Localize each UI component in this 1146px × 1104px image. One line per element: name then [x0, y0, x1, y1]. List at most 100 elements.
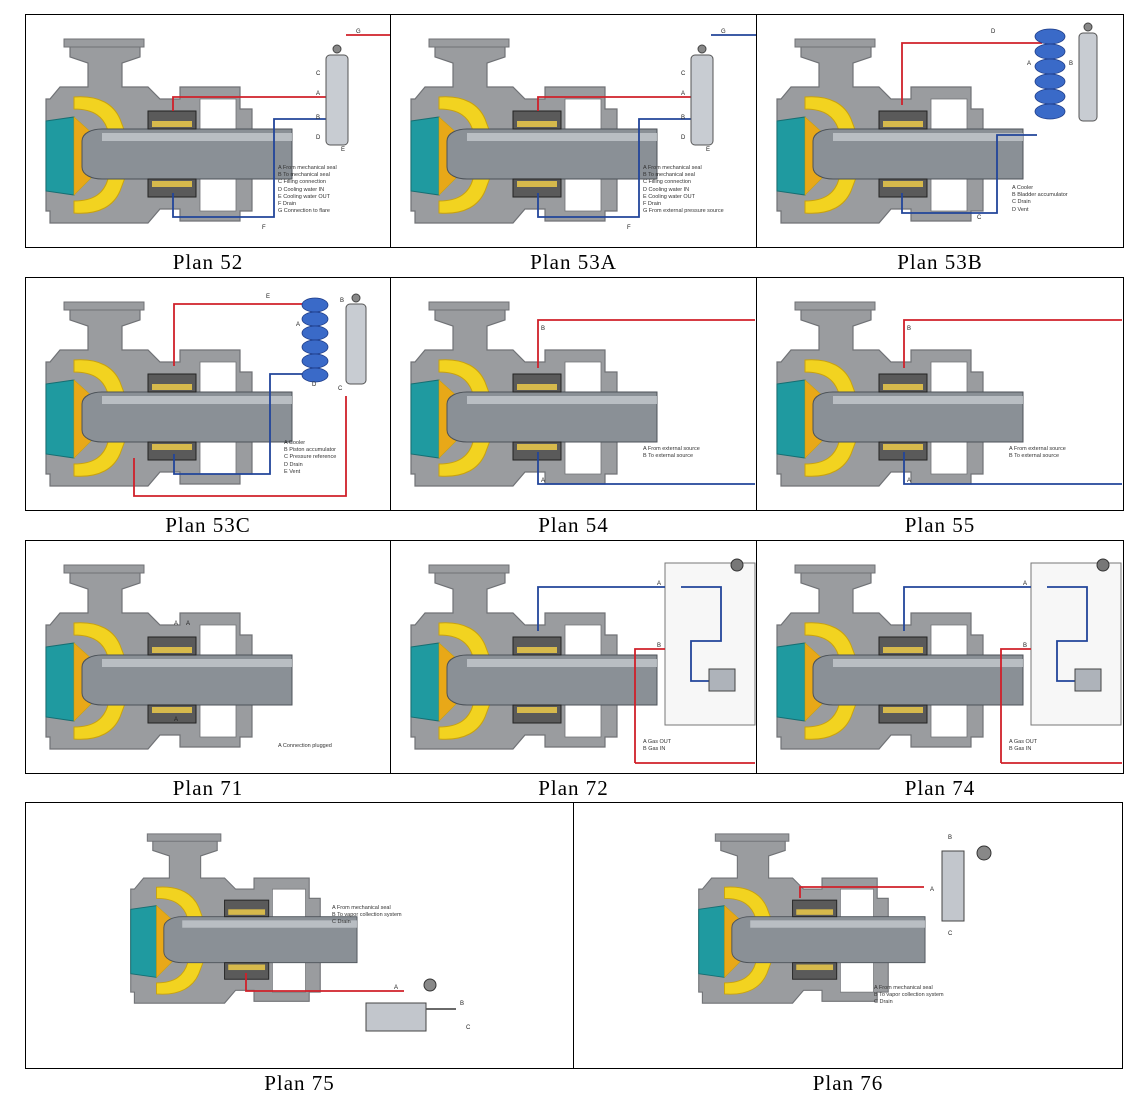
suction-flange	[63, 38, 145, 48]
legend-item: C Drain	[874, 999, 893, 1006]
letter-b: B	[948, 835, 952, 841]
inlet	[130, 905, 157, 978]
pipe-to-external	[537, 319, 755, 368]
legend-item: C Filling connection	[643, 179, 691, 186]
pump-group	[410, 564, 658, 750]
diagram-svg: ABC	[130, 833, 471, 1032]
shaft-highlight	[182, 920, 358, 928]
gauge-icon	[976, 845, 992, 861]
pipe-gas-out	[903, 586, 1031, 631]
cooler-coil	[301, 367, 329, 383]
letter-a: A	[316, 91, 320, 97]
cooler-coil	[301, 297, 329, 313]
legend-item: B Gas IN	[1009, 746, 1032, 753]
seal-face-bottom	[883, 181, 923, 187]
gas-panel	[1030, 562, 1122, 726]
pump-group	[130, 833, 358, 1004]
pipe-from-external	[537, 452, 755, 485]
shaft	[163, 916, 358, 964]
cooler	[301, 297, 329, 383]
inlet	[45, 379, 75, 459]
letter-c: C	[948, 931, 953, 937]
legend-item: A From external source	[643, 446, 700, 452]
legend-item: A Gas OUT	[1009, 739, 1038, 745]
suction-flange	[428, 564, 510, 574]
pump-section	[130, 833, 358, 1004]
shaft	[731, 916, 926, 964]
legend-item: B To external source	[1009, 453, 1060, 460]
legend-item: B To external source	[643, 453, 694, 460]
seal-face-top	[796, 909, 834, 915]
legend-item: A From mechanical seal	[332, 905, 391, 911]
seal-face-bottom	[152, 181, 192, 187]
cooler-coil	[301, 325, 329, 341]
letter-a: A	[1027, 61, 1031, 67]
shaft	[81, 128, 293, 180]
letter-b: B	[340, 298, 344, 304]
letter-d: D	[991, 29, 996, 35]
letter-c: C	[977, 215, 982, 221]
letter-g: G	[721, 29, 726, 35]
seal-face-top	[517, 121, 557, 127]
gauge-icon	[697, 44, 707, 54]
letter-a-top: A	[174, 621, 178, 627]
vessel-body	[325, 54, 349, 146]
cooler-coil	[1034, 73, 1066, 90]
letter-c: C	[338, 386, 343, 392]
legend-item: A From mechanical seal	[278, 165, 337, 171]
inlet	[776, 116, 806, 196]
suction-flange	[428, 301, 510, 311]
seal-face-bottom	[152, 707, 192, 713]
seal-face-bottom	[228, 964, 266, 971]
legend-item: B To mechanical seal	[278, 172, 330, 179]
gauge-icon	[332, 44, 342, 54]
letter-b: B	[460, 1001, 464, 1007]
legend-item: G Connection to flare	[278, 208, 330, 215]
legend: A Connection plugged	[278, 743, 332, 750]
cooler-coil	[1034, 103, 1066, 120]
legend-item: G From external pressure source	[643, 208, 724, 215]
diagram-svg: BA	[776, 301, 1122, 487]
shaft	[812, 128, 1024, 180]
cooler-coil	[1034, 88, 1066, 105]
pipe-return	[173, 373, 302, 475]
letter-a: A	[930, 887, 934, 893]
pump-section	[410, 38, 658, 224]
letter-e: E	[266, 294, 270, 300]
letter-f: F	[627, 225, 631, 231]
legend-item: B Bladder accumulator	[1012, 192, 1068, 199]
seal-face-bottom	[796, 964, 834, 971]
cooler-coil	[1034, 43, 1066, 60]
seal-face-top	[152, 647, 192, 653]
inlet	[410, 116, 440, 196]
shaft-highlight	[467, 133, 657, 141]
legend-item: C Drain	[1012, 199, 1031, 206]
letter-b: B	[657, 643, 661, 649]
inlet	[410, 642, 440, 722]
cooler-coil	[1034, 28, 1066, 45]
caption-plan-72: Plan 72	[538, 776, 609, 800]
vessel-body	[1078, 32, 1098, 122]
vessel-body	[690, 54, 714, 146]
seal-face-top	[517, 384, 557, 390]
pump-section	[45, 564, 293, 750]
legend-item: A Gas OUT	[643, 739, 672, 745]
shaft-highlight	[833, 659, 1023, 667]
gauge-icon	[1096, 558, 1110, 572]
letter-a: A	[681, 91, 685, 97]
shaft	[812, 391, 1024, 443]
inlet	[776, 642, 806, 722]
filter-housing	[1074, 668, 1102, 692]
suction-flange	[714, 833, 790, 842]
